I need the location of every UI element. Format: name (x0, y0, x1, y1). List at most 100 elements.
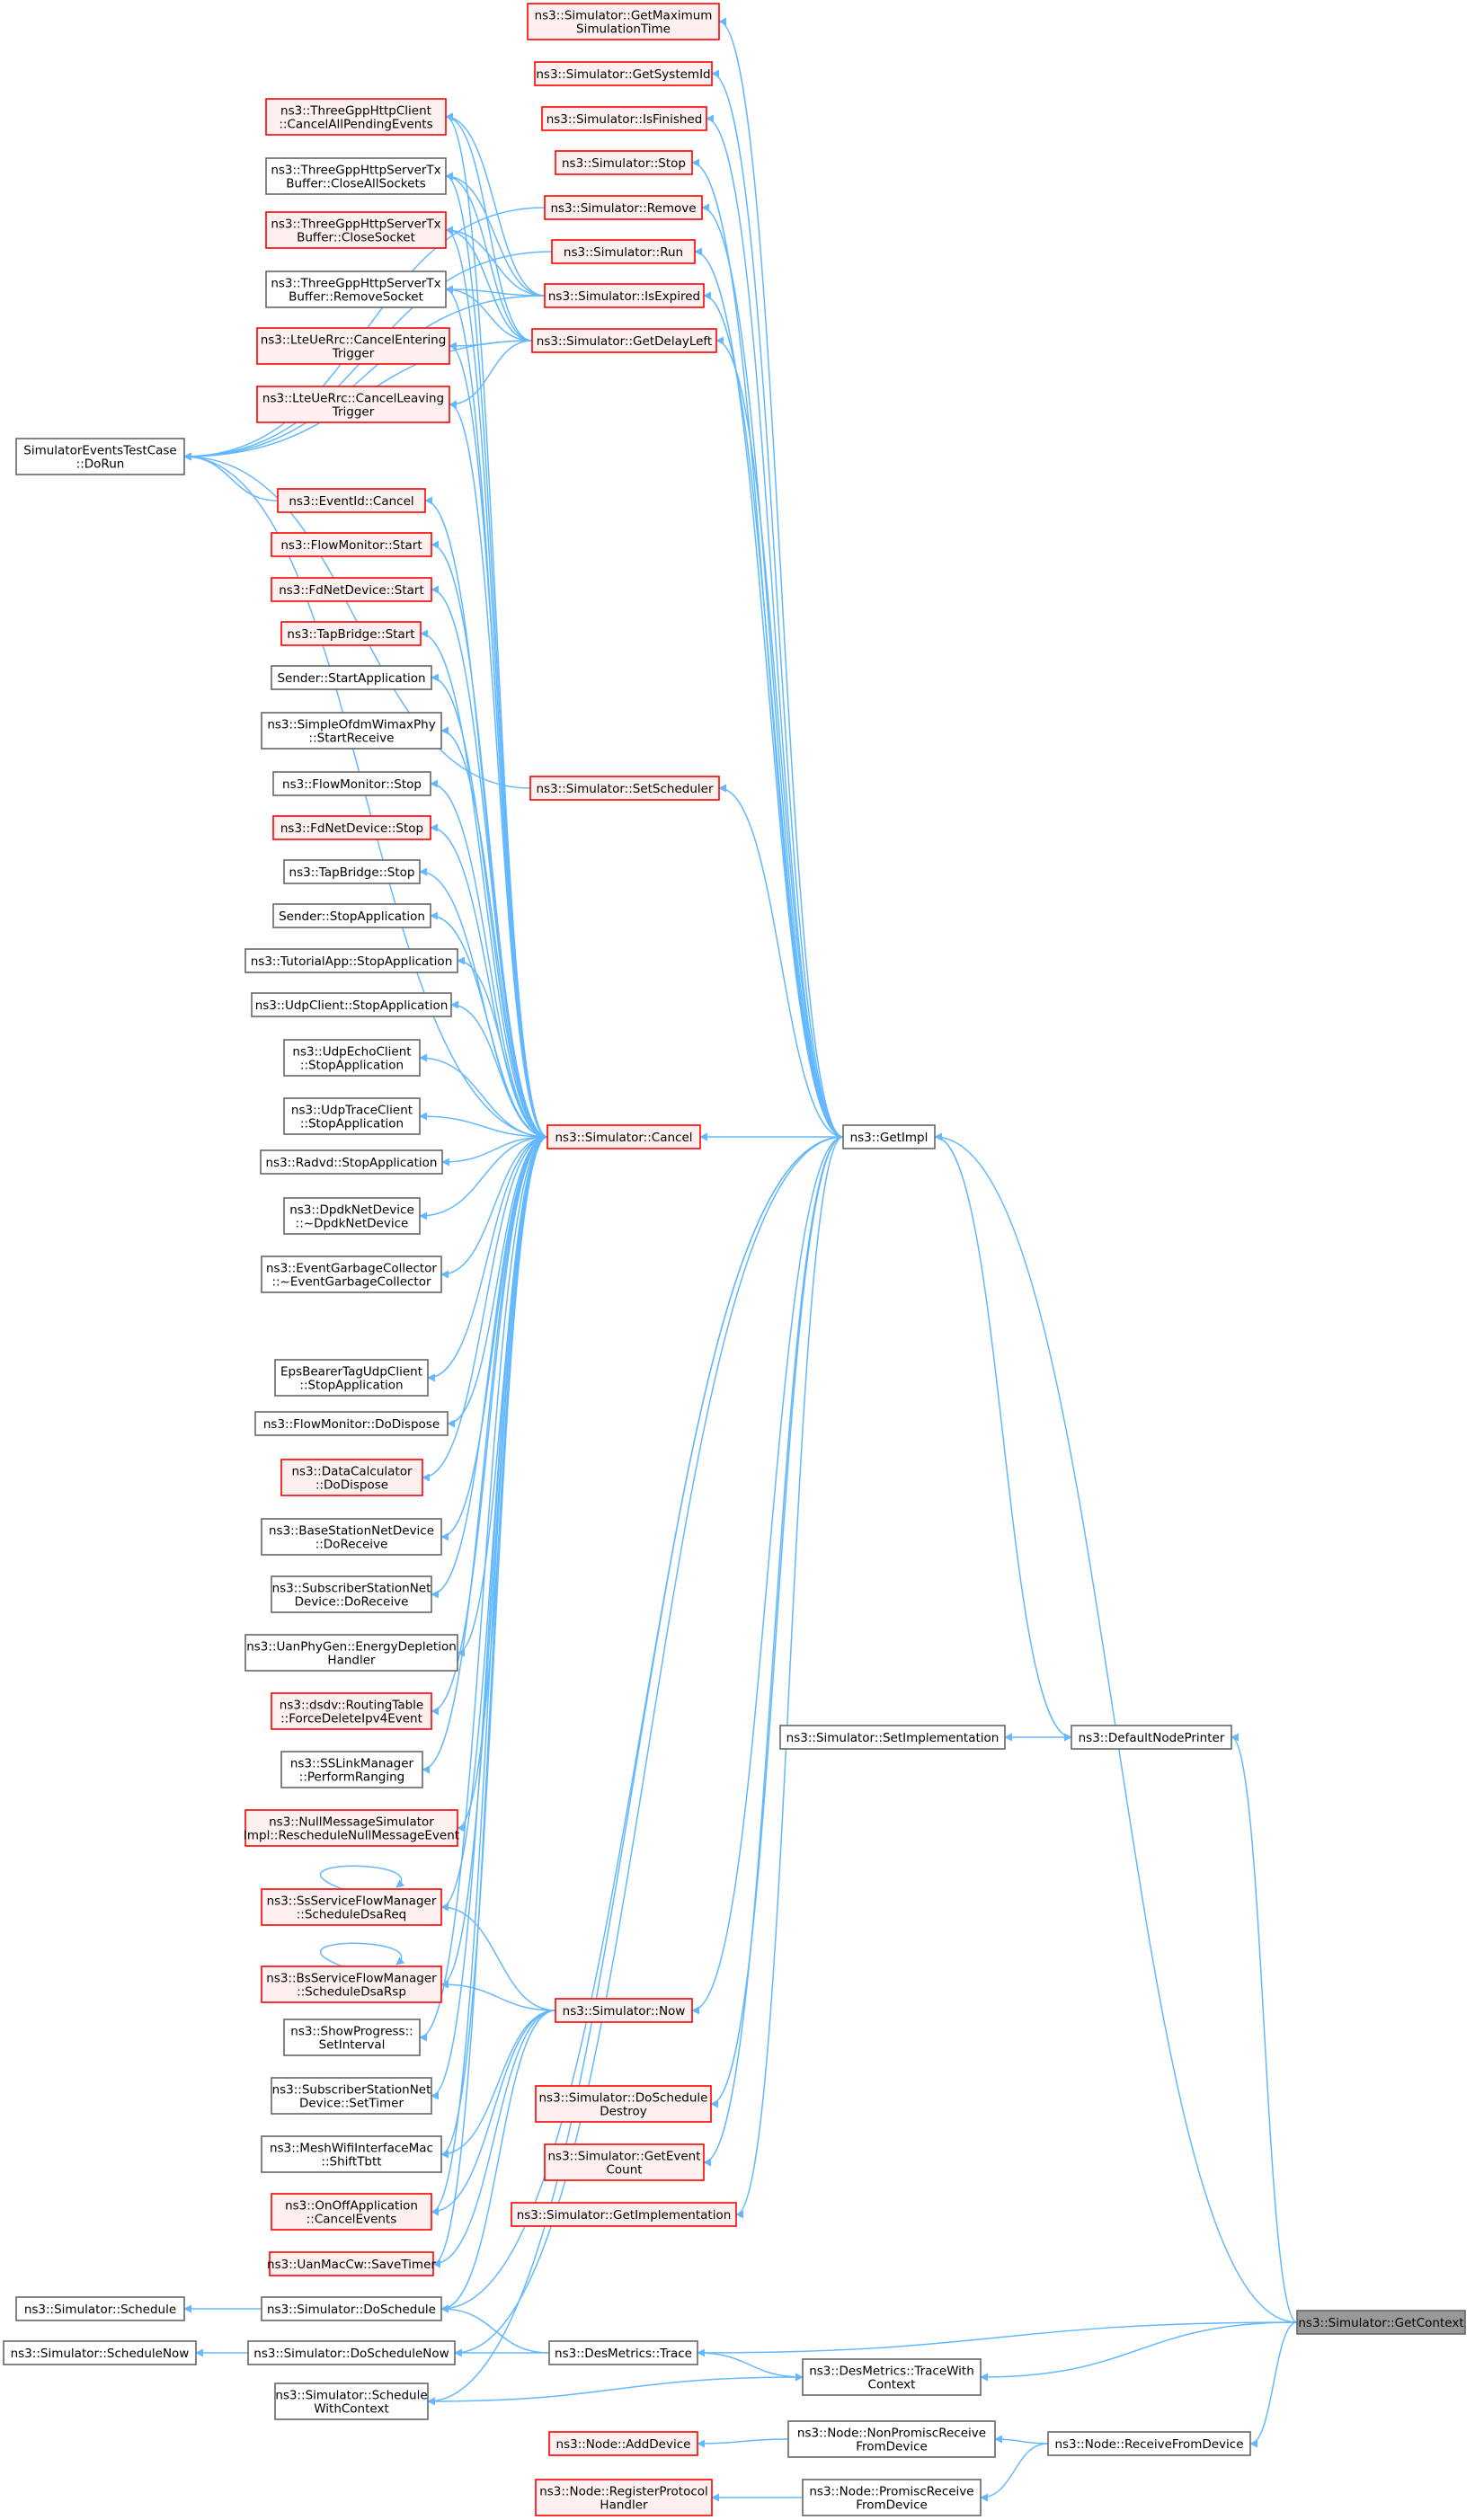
node-fmStop[interactable]: ns3::FlowMonitor::Stop (272, 771, 431, 796)
node-box (280, 621, 422, 646)
node-senderStop[interactable]: Sender::StopApplication (272, 903, 431, 928)
edge-now-to-uanSaveTimer (432, 2010, 556, 2268)
node-label: Destroy (600, 2105, 647, 2119)
node-getSystemId[interactable]: ns3::Simulator::GetSystemId (534, 61, 713, 86)
node-bsReceive[interactable]: ns3::BaseStationNetDevice::DoReceive (261, 1518, 442, 1556)
node-box (265, 211, 447, 249)
node-bsDsaRsp[interactable]: ns3::BsServiceFlowManager::ScheduleDsaRs… (261, 1965, 442, 2003)
edge-now-to-ssDsaReq (440, 1903, 556, 2011)
node-getContext[interactable]: ns3::Simulator::GetContext (1296, 2310, 1466, 2335)
node-ofdmStartReceive[interactable]: ns3::SimpleOfdmWimaxPhy::StartReceive (261, 712, 442, 750)
node-desTrace[interactable]: ns3::DesMetrics::Trace (548, 2340, 698, 2365)
node-setScheduler[interactable]: ns3::Simulator::SetScheduler (529, 776, 720, 801)
node-box (544, 195, 703, 220)
node-getImpl[interactable]: ns3::GetImpl (842, 1124, 936, 1149)
node-egcDtor[interactable]: ns3::EventGarbageCollector::~EventGarbag… (261, 1256, 442, 1293)
node-stop[interactable]: ns3::Simulator::Stop (555, 150, 693, 175)
node-httpServerClose[interactable]: ns3::ThreeGppHttpServerTxBuffer::CloseSo… (265, 211, 447, 249)
node-label: ns3::FdNetDevice::Stop (280, 821, 423, 836)
node-nullMsg[interactable]: ns3::NullMessageSimulatorImpl::Reschedul… (244, 1809, 459, 1847)
node-getDelayLeft[interactable]: ns3::Simulator::GetDelayLeft (531, 328, 717, 353)
node-udpClientStop[interactable]: ns3::UdpClient::StopApplication (251, 992, 452, 1017)
node-box (254, 1411, 449, 1436)
node-dsdvDelete[interactable]: ns3::dsdv::RoutingTable::ForceDeleteIpv4… (271, 1692, 432, 1730)
node-ssSetTimer[interactable]: ns3::SubscriberStationNetDevice::SetTime… (271, 2077, 432, 2115)
node-doRun[interactable]: SimulatorEventsTestCase::DoRun (15, 438, 185, 475)
node-dcDispose[interactable]: ns3::DataCalculator::DoDispose (280, 1459, 423, 1496)
edge-getImpl-to-scheduleCtx (427, 1136, 844, 2406)
node-tutorialStop[interactable]: ns3::TutorialApp::StopApplication (244, 948, 458, 973)
node-scheduleNow[interactable]: ns3::Simulator::ScheduleNow (3, 2340, 197, 2365)
node-tapStart[interactable]: ns3::TapBridge::Start (280, 621, 422, 646)
node-isExpired[interactable]: ns3::Simulator::IsExpired (544, 283, 705, 308)
edge-getImpl-to-getSystemId (711, 69, 844, 1138)
edge-cancel-to-egcDtor (440, 1136, 548, 1279)
node-isFinished[interactable]: ns3::Simulator::IsFinished (541, 106, 707, 131)
node-run[interactable]: ns3::Simulator::Run (551, 239, 696, 264)
edge-getContext-to-defaultNodePrinter (1231, 1733, 1298, 2323)
node-eventIdCancel[interactable]: ns3::EventId::Cancel (277, 488, 426, 513)
node-now[interactable]: ns3::Simulator::Now (555, 1998, 693, 2023)
node-dpdkDtor[interactable]: ns3::DpdkNetDevice::~DpdkNetDevice (283, 1197, 421, 1235)
node-doSchedule[interactable]: ns3::Simulator::DoSchedule (261, 2296, 442, 2321)
node-udpTraceStop[interactable]: ns3::UdpTraceClient::StopApplication (283, 1097, 421, 1135)
node-box (511, 2202, 737, 2227)
node-label: ns3::Simulator::Remove (550, 201, 696, 216)
node-label: ns3::Simulator::DoSchedule (267, 2303, 436, 2317)
node-udpEchoStop[interactable]: ns3::UdpEchoClient::StopApplication (283, 1039, 421, 1077)
node-ssDsaReq[interactable]: ns3::SsServiceFlowManager::ScheduleDsaRe… (261, 1888, 442, 1926)
node-httpClientCancel[interactable]: ns3::ThreeGppHttpClient::CancelAllPendin… (265, 98, 447, 136)
node-label: ns3::ThreeGppHttpServerTx (271, 277, 440, 291)
node-box (261, 2135, 442, 2173)
node-epsStop[interactable]: EpsBearerTagUdpClient::StopApplication (274, 1359, 429, 1397)
node-setImplementation[interactable]: ns3::Simulator::SetImplementation (779, 1725, 1006, 1750)
node-box (280, 1459, 423, 1496)
node-getImplementation[interactable]: ns3::Simulator::GetImplementation (511, 2202, 737, 2227)
edge-isExpired-to-httpServerCloseAll (445, 172, 546, 297)
node-remove[interactable]: ns3::Simulator::Remove (544, 195, 703, 220)
node-fdStop[interactable]: ns3::FdNetDevice::Stop (272, 815, 431, 840)
node-box (787, 2420, 996, 2458)
node-showProgress[interactable]: ns3::ShowProgress::SetInterval (283, 2019, 421, 2056)
node-onoffCancel[interactable]: ns3::OnOffApplication::CancelEvents (271, 2193, 432, 2231)
node-label: ns3::Simulator::GetEvent (547, 2150, 700, 2164)
edge-cancel-to-epsStop (427, 1136, 548, 1382)
node-box (261, 1888, 442, 1926)
node-radvdStop[interactable]: ns3::Radvd::StopApplication (260, 1149, 443, 1175)
node-httpServerCloseAll[interactable]: ns3::ThreeGppHttpServerTxBuffer::CloseAl… (265, 157, 447, 195)
node-ssRanging[interactable]: ns3::SSLinkManager::PerformRanging (280, 1751, 423, 1788)
node-fmStart[interactable]: ns3::FlowMonitor::Start (271, 532, 432, 557)
node-meshShift[interactable]: ns3::MeshWifiInterfaceMac::ShiftTbtt (261, 2135, 442, 2173)
node-senderStart[interactable]: Sender::StartApplication (271, 665, 432, 690)
node-tapStop[interactable]: ns3::TapBridge::Stop (283, 859, 421, 884)
node-nodeAddDevice[interactable]: ns3::Node::AddDevice (548, 2431, 698, 2456)
node-label: ns3::Node::AddDevice (556, 2437, 691, 2452)
node-defaultNodePrinter[interactable]: ns3::DefaultNodePrinter (1071, 1725, 1232, 1750)
node-fdStart[interactable]: ns3::FdNetDevice::Start (271, 577, 432, 602)
node-box (272, 903, 431, 928)
node-label: ns3::Simulator::SetScheduler (536, 782, 713, 796)
node-uanSaveTimer[interactable]: ns3::UanMacCw::SaveTimer (267, 2251, 436, 2276)
node-cancel[interactable]: ns3::Simulator::Cancel (546, 1124, 701, 1149)
node-box (3, 2340, 197, 2365)
node-schedule[interactable]: ns3::Simulator::Schedule (15, 2296, 185, 2321)
node-nodeReceive[interactable]: ns3::Node::ReceiveFromDevice (1047, 2431, 1251, 2456)
node-httpServerRemove[interactable]: ns3::ThreeGppHttpServerTxBuffer::RemoveS… (265, 271, 447, 308)
node-box (271, 1575, 432, 1613)
node-ssReceive[interactable]: ns3::SubscriberStationNetDevice::DoRecei… (271, 1575, 432, 1613)
node-fmDispose[interactable]: ns3::FlowMonitor::DoDispose (254, 1411, 449, 1436)
node-label: Buffer::RemoveSocket (289, 290, 423, 305)
node-label: Device::SetTimer (299, 2097, 404, 2111)
node-doScheduleNow[interactable]: ns3::Simulator::DoScheduleNow (247, 2340, 456, 2365)
